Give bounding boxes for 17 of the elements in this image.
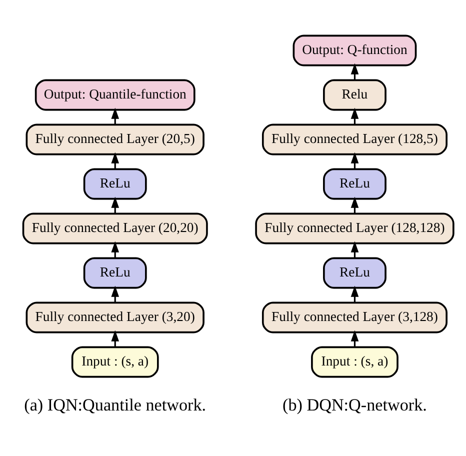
node-box: Output: Quantile-function: [34, 78, 195, 110]
node-box: ReLu: [82, 256, 146, 288]
node-box: Fully connected Layer (128,128): [254, 212, 454, 244]
node-box: ReLu: [322, 168, 386, 200]
label: (b) DQN:Q-network.: [282, 394, 426, 414]
node-box: Fully connected Layer (3,128): [261, 301, 447, 333]
node-box: Input : (s, a): [310, 346, 398, 378]
node-box: ReLu: [82, 168, 146, 200]
label: (a) IQN:Quantile network.: [24, 394, 206, 414]
node-box: Fully connected Layer (20,5): [25, 123, 204, 155]
node-box: Fully connected Layer (128,5): [261, 123, 447, 155]
node-box: Input : (s, a): [70, 346, 158, 378]
node-box: Relu: [322, 78, 386, 110]
node-box: Fully connected Layer (20,20): [22, 212, 208, 244]
node-box: Output: Q-function: [292, 34, 416, 66]
node-box: ReLu: [322, 256, 386, 288]
node-box: Fully connected Layer (3,20): [25, 301, 204, 333]
